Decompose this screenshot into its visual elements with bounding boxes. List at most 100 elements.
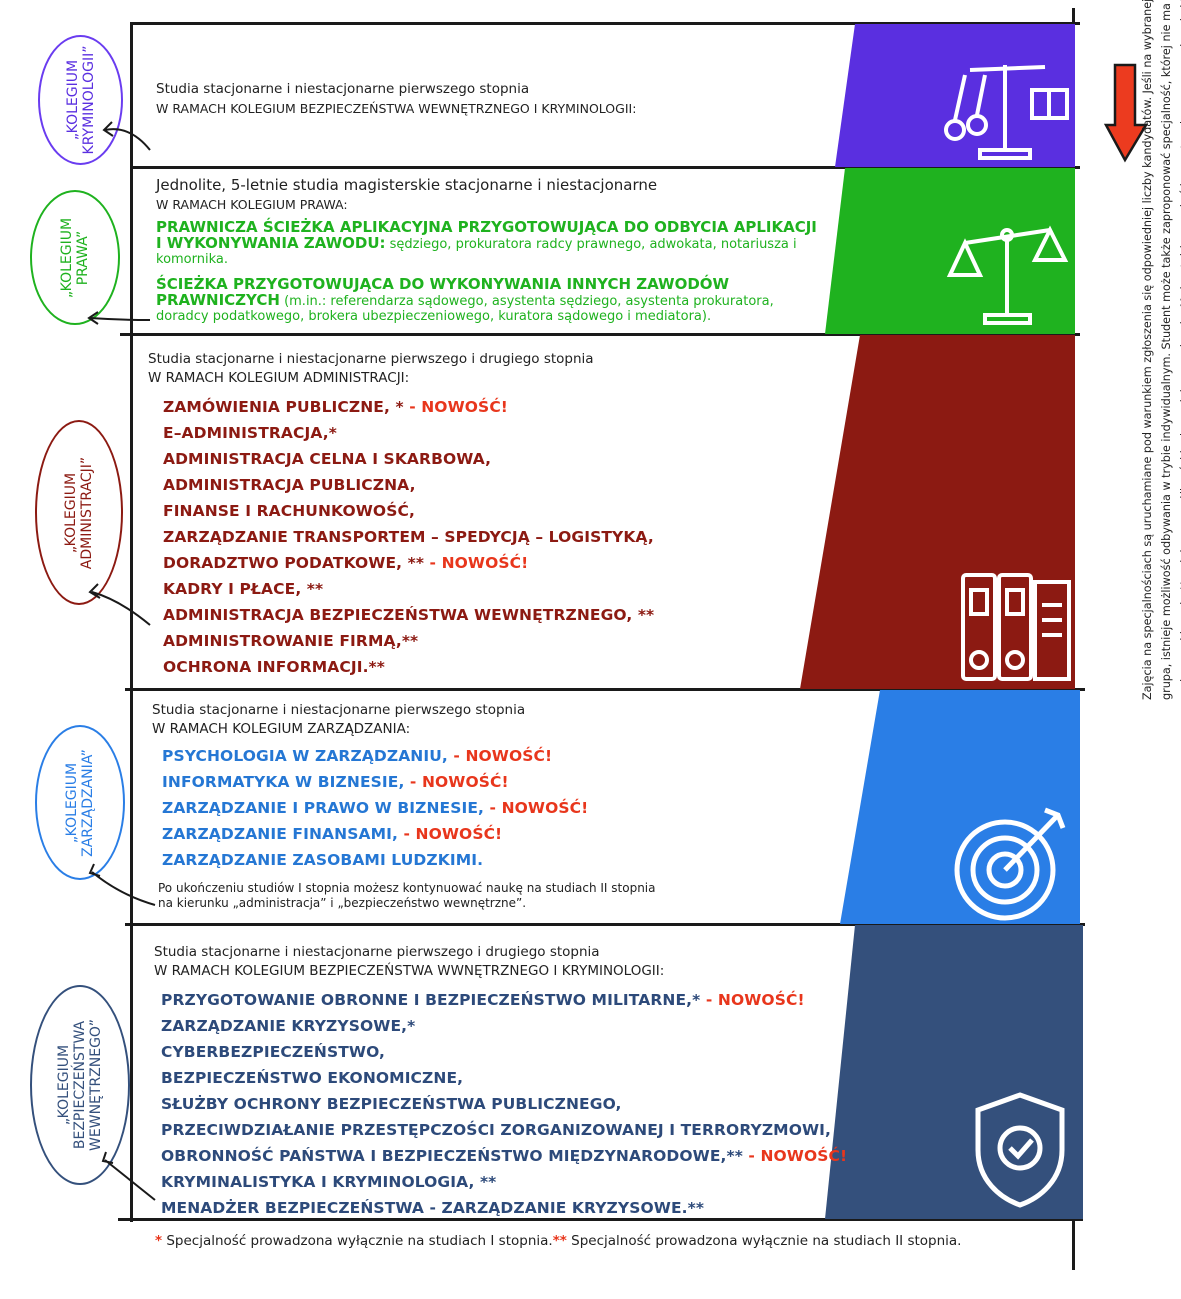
- specialty-name: PSYCHOLOGIA W ZARZĄDZANIU,: [162, 747, 448, 765]
- specialty-item: INFORMATYKA W BIZNESIE, - NOWOŚĆ!: [162, 769, 656, 795]
- new-badge: - NOWOŚĆ!: [397, 825, 503, 843]
- college-label-administration: „KOLEGIUM ADMINISTRACJI”: [35, 420, 123, 605]
- specialty-name: ADMINISTROWANIE FIRMĄ,**: [163, 632, 419, 650]
- note-line: na kierunku „administracja” i „bezpiecze…: [158, 896, 527, 910]
- specialty-item: FINANSE I RACHUNKOWOŚĆ,: [163, 498, 654, 524]
- specialty-item: ZARZĄDZANIE KRYZYSOWE,*: [161, 1013, 847, 1039]
- specialty-name: ZARZĄDZANIE ZASOBAMI LUDZKIMI.: [162, 851, 484, 869]
- continuation-note: Po ukończeniu studiów I stopnia możesz k…: [158, 881, 656, 911]
- college-heading: W RAMACH KOLEGIUM ZARZĄDZANIA:: [152, 721, 411, 737]
- specialty-item: KADRY I PŁACE, **: [163, 576, 654, 602]
- specialty-name: ZARZĄDZANIE I PRAWO W BIZNESIE,: [162, 799, 485, 817]
- scales-handcuffs-book-icon: [944, 65, 1069, 160]
- college-label-law: „KOLEGIUM PRAWA”: [30, 190, 120, 325]
- divider: [130, 22, 1080, 25]
- specialty-name: DORADZTWO PODATKOWE, **: [163, 554, 425, 572]
- study-type: Jednolite, 5-letnie studia magisterskie …: [156, 176, 658, 194]
- specialty-list: ZAMÓWIENIA PUBLICZNE, * - NOWOŚĆ! E–ADMIN…: [163, 394, 654, 680]
- specialty-item: OBRONNOŚĆ PAŃSTWA I BEZPIECZEŃSTWO MIĘDZ…: [161, 1143, 847, 1169]
- specialty-name: KRYMINALISTYKA I KRYMINOLOGIA, **: [161, 1173, 497, 1191]
- specialty-item: ADMINISTROWANIE FIRMĄ,**: [163, 628, 654, 654]
- divider: [130, 166, 1080, 169]
- law-path-application: PRAWNICZA ŚCIEŻKA APLIKACYJNA PRZYGOTOWU…: [156, 218, 826, 268]
- specialty-item: ZARZĄDZANIE I PRAWO W BIZNESIE, - NOWOŚĆ…: [162, 795, 656, 821]
- new-badge: - NOWOŚĆ!: [700, 991, 805, 1009]
- specialty-item: BEZPIECZEŃSTWO EKONOMICZNE,: [161, 1065, 847, 1091]
- path-desc: (m.in.: referendarza sądowego, asystenta…: [156, 294, 774, 324]
- specialty-name: ZARZĄDZANIE TRANSPORTEM – SPEDYCJĄ – LOG…: [163, 528, 654, 546]
- specialty-name: OCHRONA INFORMACJI.**: [163, 658, 385, 676]
- college-heading: W RAMACH KOLEGIUM PRAWA:: [156, 197, 348, 212]
- frame-left-line: [130, 22, 133, 1222]
- specialty-name: ADMINISTRACJA CELNA I SKARBOWA,: [163, 450, 492, 468]
- college-heading: W RAMACH KOLEGIUM ADMINISTRACJI:: [148, 370, 410, 386]
- law-section: Jednolite, 5-letnie studia magisterskie …: [156, 176, 826, 324]
- new-badge: - NOWOŚĆ!: [404, 773, 509, 791]
- specialty-item: MENADŻER BEZPIECZEŃSTWA - ZARZĄDZANIE KR…: [161, 1195, 847, 1221]
- specialty-name: ADMINISTRACJA PUBLICZNA,: [163, 476, 416, 494]
- specialty-item: ZAMÓWIENIA PUBLICZNE, * - NOWOŚĆ!: [163, 394, 654, 420]
- specialty-item: ZARZĄDZANIE TRANSPORTEM – SPEDYCJĄ – LOG…: [163, 524, 654, 550]
- study-type: Studia stacjonarne i niestacjonarne pier…: [156, 81, 530, 97]
- study-type: Studia stacjonarne i niestacjonarne pier…: [152, 702, 526, 718]
- path-title: ŚCIEŻKA PRZYGOTOWUJĄCA DO WYKONYWANIA IN…: [156, 275, 730, 309]
- criminology-panel: [835, 24, 1075, 167]
- specialty-list: PSYCHOLOGIA W ZARZĄDZANIU, - NOWOŚĆ!INFO…: [162, 743, 656, 873]
- specialty-name: ADMINISTRACJA BEZPIECZEŃSTWA WEWNĘTRZNEG…: [163, 606, 655, 624]
- down-arrow-icon: [1103, 63, 1149, 163]
- new-badge: - NOWOŚĆ!: [484, 799, 589, 817]
- criminology-section: Studia stacjonarne i niestacjonarne pier…: [156, 80, 636, 118]
- scales-icon: [946, 225, 1069, 325]
- new-badge: - NOWOŚĆ!: [742, 1147, 848, 1165]
- specialty-item: PSYCHOLOGIA W ZARZĄDZANIU, - NOWOŚĆ!: [162, 743, 656, 769]
- target-icon: [954, 807, 1066, 921]
- footnote-star: **: [552, 1233, 567, 1249]
- specialty-item: KRYMINALISTYKA I KRYMINOLOGIA, **: [161, 1169, 847, 1195]
- divider: [125, 923, 1085, 926]
- specialty-list: PRZYGOTOWANIE OBRONNE I BEZPIECZEŃSTWO M…: [161, 987, 847, 1221]
- footnote-star: *: [155, 1233, 163, 1249]
- specialty-item: PRZECIWDZIAŁANIE PRZESTĘPCZOŚCI ZORGANIZ…: [161, 1117, 847, 1143]
- study-type: Studia stacjonarne i niestacjonarne pier…: [148, 351, 594, 367]
- specialty-name: SŁUŻBY OCHRONY BEZPIECZEŃSTWA PUBLICZNEG…: [161, 1095, 622, 1113]
- security-section: Studia stacjonarne i niestacjonarne pier…: [154, 943, 847, 1221]
- specialty-name: INFORMATYKA W BIZNESIE,: [162, 773, 405, 791]
- path-desc: sędziego, prokuratora radcy prawnego, ad…: [156, 237, 797, 267]
- security-panel: [825, 925, 1083, 1219]
- specialties-info-note: Zajęcia na specjalnościach są uruchamian…: [1141, 0, 1181, 700]
- divider: [118, 1218, 1083, 1221]
- specialty-name: OBRONNOŚĆ PAŃSTWA I BEZPIECZEŃSTWO MIĘDZ…: [161, 1147, 743, 1165]
- new-badge: - NOWOŚĆ!: [447, 747, 553, 765]
- shield-check-icon: [975, 1092, 1065, 1208]
- college-label-security: „KOLEGIUM BEZPIECZEŃSTWA WEWNĘTRZNEGO”: [30, 985, 130, 1185]
- law-panel: [825, 168, 1075, 334]
- specialty-item: ZARZĄDZANIE FINANSAMI, - NOWOŚĆ!: [162, 821, 656, 847]
- new-badge: - NOWOŚĆ!: [403, 398, 508, 416]
- footnote-text: Specjalność prowadzona wyłącznie na stud…: [566, 1233, 962, 1249]
- specialty-name: E–ADMINISTRACJA,*: [163, 424, 337, 442]
- administration-section: Studia stacjonarne i niestacjonarne pier…: [148, 350, 654, 680]
- divider: [120, 333, 1080, 336]
- specialty-item: ADMINISTRACJA CELNA I SKARBOWA,: [163, 446, 654, 472]
- specialty-item: DORADZTWO PODATKOWE, ** - NOWOŚĆ!: [163, 550, 654, 576]
- path-title: PRAWNICZA ŚCIEŻKA APLIKACYJNA PRZYGOTOWU…: [156, 218, 817, 252]
- college-heading: W RAMACH KOLEGIUM BEZPIECZEŃSTWA WWNĘTRZ…: [154, 963, 665, 979]
- specialty-item: ADMINISTRACJA PUBLICZNA,: [163, 472, 654, 498]
- specialty-name: PRZECIWDZIAŁANIE PRZESTĘPCZOŚCI ZORGANIZ…: [161, 1121, 832, 1139]
- specialty-name: ZAMÓWIENIA PUBLICZNE, *: [163, 398, 404, 416]
- specialty-name: ZARZĄDZANIE KRYZYSOWE,*: [161, 1017, 416, 1035]
- divider: [125, 688, 1085, 691]
- college-label-management: „KOLEGIUM ZARZĄDZANIA”: [35, 725, 125, 880]
- binders-icon: [961, 573, 1071, 681]
- specialty-name: FINANSE I RACHUNKOWOŚĆ,: [163, 502, 415, 520]
- specialty-item: E–ADMINISTRACJA,*: [163, 420, 654, 446]
- footnote: * Specjalność prowadzona wyłącznie na st…: [155, 1233, 961, 1249]
- specialty-name: KADRY I PŁACE, **: [163, 580, 324, 598]
- arrow-icon: [87, 121, 156, 1201]
- specialty-item: CYBERBEZPIECZEŃSTWO,: [161, 1039, 847, 1065]
- college-heading: W RAMACH KOLEGIUM BEZPIECZEŃSTWA WEWNĘTR…: [156, 101, 637, 116]
- new-badge: - NOWOŚĆ!: [424, 554, 529, 572]
- specialty-name: MENADŻER BEZPIECZEŃSTWA - ZARZĄDZANIE KR…: [161, 1199, 705, 1217]
- specialty-name: CYBERBEZPIECZEŃSTWO,: [161, 1043, 386, 1061]
- specialty-item: PRZYGOTOWANIE OBRONNE I BEZPIECZEŃSTWO M…: [161, 987, 847, 1013]
